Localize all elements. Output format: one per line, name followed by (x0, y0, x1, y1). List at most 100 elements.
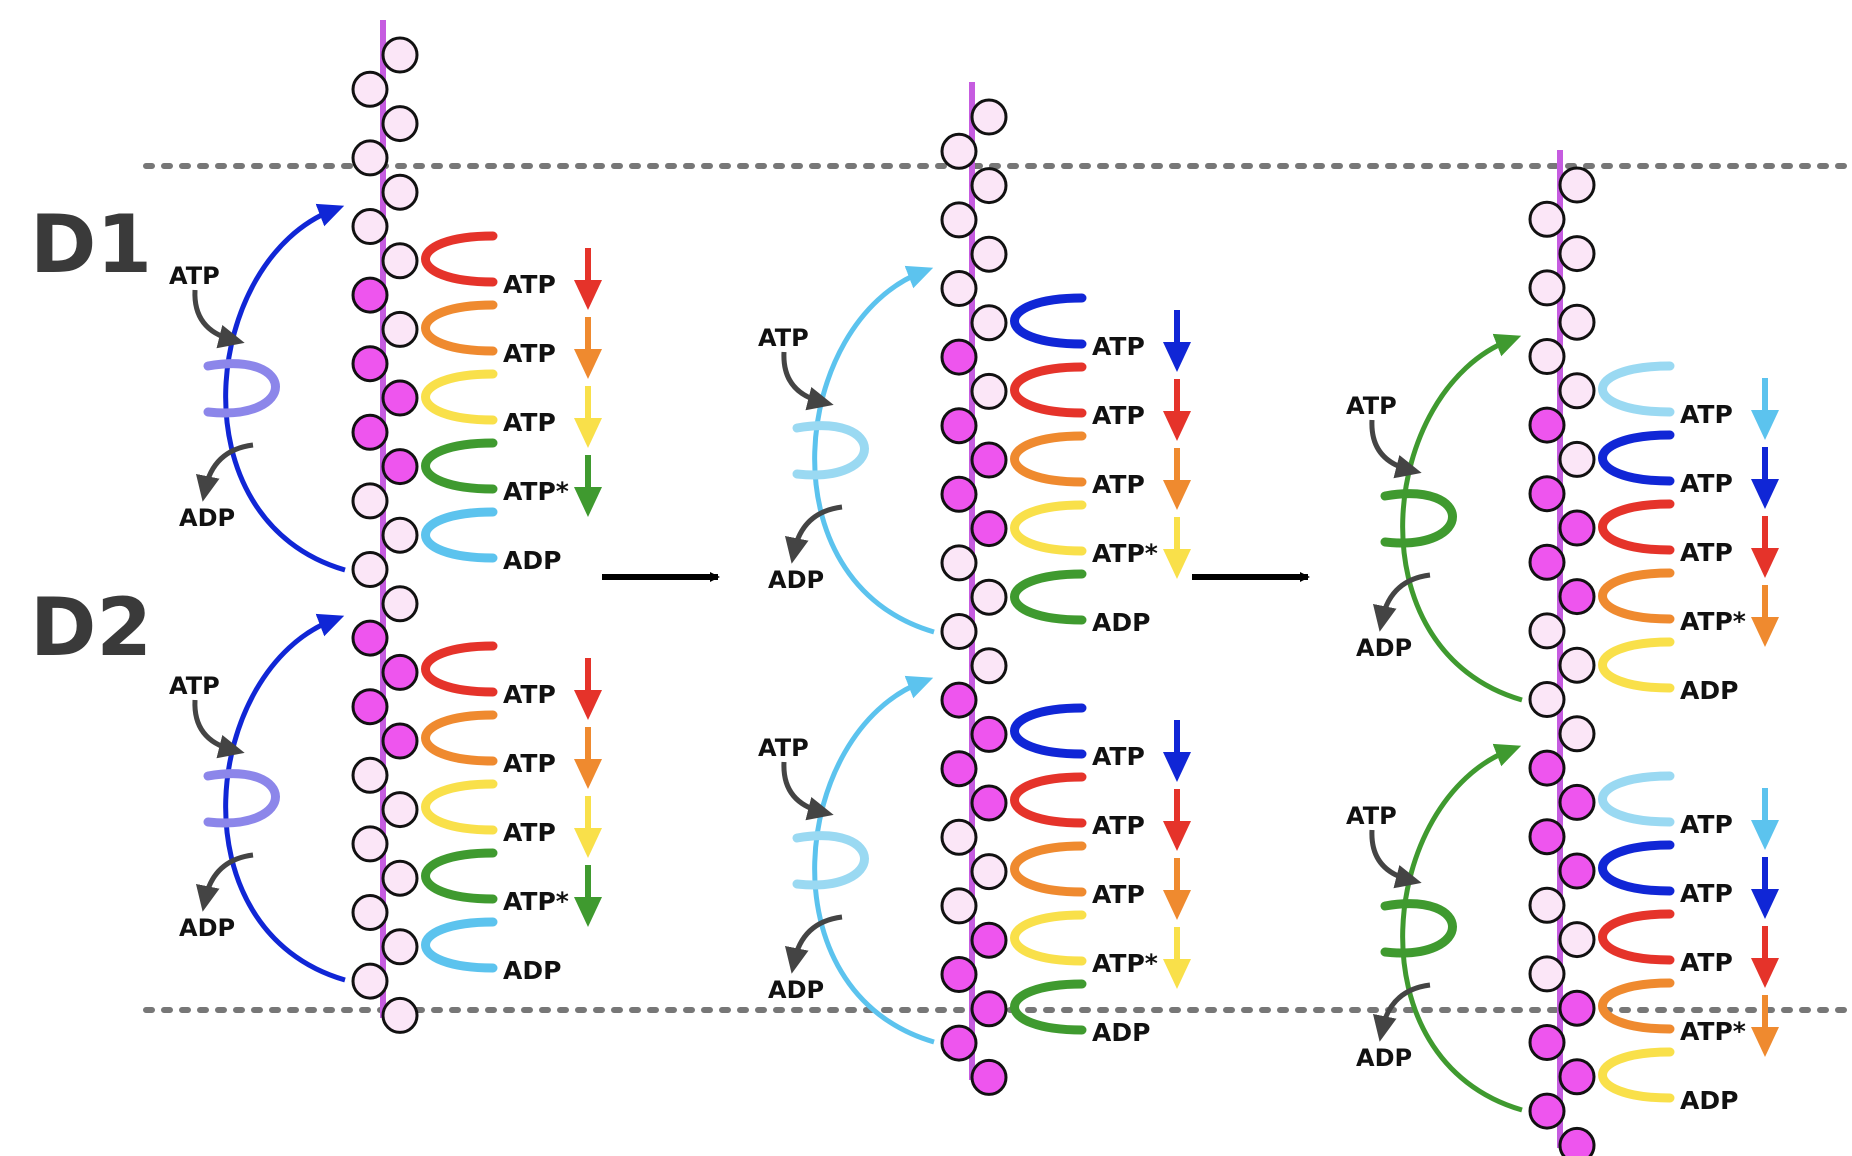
atp-label: ATP (1680, 879, 1733, 908)
subunit-lightblue (421, 507, 498, 563)
substrate-bead (381, 105, 419, 143)
substrate-bead (381, 791, 419, 829)
atp-label: ATP (169, 262, 220, 290)
substrate-bead (1528, 200, 1566, 238)
substrate-bead (940, 613, 978, 650)
atp-label: ATP (169, 672, 220, 700)
atp-label: ATP (503, 408, 556, 437)
substrate-bead (970, 98, 1008, 136)
domain-label-d2: D2 (30, 581, 152, 674)
panel-1: ATPADPATPATPATPATP*ADPATPADPATPATPATPATP… (169, 20, 602, 1034)
substrate-bead (970, 1058, 1008, 1096)
subunit-orange (1010, 431, 1087, 487)
domain-label-d1: D1 (30, 198, 152, 291)
substrate-bead (381, 653, 419, 691)
hydrolysis-arrow-head (1163, 959, 1191, 989)
adp-label: ADP (1680, 1086, 1738, 1115)
hydrolysis-arrow-head (1163, 549, 1191, 579)
subunit-yellow (1598, 1047, 1675, 1103)
hydrolysis-arrow-head (1751, 548, 1779, 578)
atp-label: ATP (1092, 742, 1145, 771)
substrate-bead (1558, 235, 1596, 273)
substrate-bead (970, 372, 1008, 410)
atp-label: ATP (1092, 332, 1145, 361)
substrate-bead (1528, 886, 1566, 924)
substrate-bead (1528, 1092, 1566, 1130)
atp-label: ATP (1092, 401, 1145, 430)
substrate-bead (1528, 475, 1566, 513)
atp-label: ATP (1680, 469, 1733, 498)
substrate-bead (1558, 921, 1596, 959)
atp-star-label: ATP* (1680, 1017, 1746, 1046)
hydrolysis-arrow-head (1751, 617, 1779, 647)
substrate-bead (1558, 578, 1596, 616)
substrate-bead (970, 578, 1008, 616)
adp-label: ADP (503, 546, 561, 575)
subunit-blue (1010, 703, 1087, 759)
substrate-bead (381, 722, 419, 760)
translocating-subunit (1380, 489, 1457, 548)
subunit-orange (421, 300, 498, 356)
substrate-bead (1558, 440, 1596, 478)
adp-release-arrow (195, 442, 254, 502)
substrate-bead (940, 201, 978, 239)
subunit-swing-arrow (223, 203, 346, 573)
substrate-bead (1528, 269, 1566, 307)
adp-release-arrow (784, 504, 843, 564)
substrate-bead (940, 475, 978, 513)
atp-star-label: ATP* (1680, 607, 1746, 636)
translocating-subunit (1380, 899, 1457, 958)
substrate-bead (940, 887, 978, 925)
subunit-orange (1598, 568, 1675, 624)
substrate-bead (970, 441, 1008, 479)
subunit-yellow (1010, 500, 1087, 556)
substrate-bead (351, 619, 389, 657)
hydrolysis-arrow-head (1751, 958, 1779, 988)
subunit-red (1010, 362, 1087, 418)
substrate-bead (351, 413, 389, 451)
atp-binding-arrow (192, 699, 245, 759)
subunit-blue (1010, 293, 1087, 349)
atp-binding-arrow (192, 289, 245, 349)
hydrolysis-arrow-head (574, 690, 602, 720)
substrate-bead (970, 647, 1008, 685)
atp-star-label: ATP* (1092, 949, 1158, 978)
substrate-bead (351, 894, 389, 931)
subunit-green (1010, 979, 1087, 1035)
substrate-bead (970, 235, 1008, 273)
substrate-bead (1558, 783, 1596, 821)
substrate-bead (351, 345, 389, 383)
adp-label: ADP (768, 566, 824, 594)
subunit-swing-arrow (812, 265, 935, 635)
subunit-orange (421, 710, 498, 766)
substrate-bead (940, 544, 978, 582)
substrate-bead (381, 448, 419, 486)
translocating-subunit (792, 421, 869, 480)
substrate-bead (940, 132, 978, 170)
subunit-red (1598, 909, 1675, 965)
substrate-bead (351, 70, 389, 108)
substrate-bead (381, 859, 419, 897)
panels: ATP ADP ATP ATP ATP ATP* ADP ATP ADP ATP ATP ATP ATP… (169, 20, 1779, 1156)
atp-label: ATP (758, 734, 809, 762)
panel-2: ATPADPATPATPATPATP*ADPATPADPATPATPATPATP… (758, 82, 1191, 1096)
hydrolysis-arrow-head (1751, 410, 1779, 440)
hydrolysis-arrow-head (1163, 821, 1191, 851)
substrate-bead (1558, 715, 1596, 753)
atp-binding-arrow (1369, 829, 1422, 889)
substrate-bead (940, 270, 978, 307)
subunit-red (421, 641, 498, 697)
substrate-bead (381, 310, 419, 348)
atp-label: ATP (1092, 470, 1145, 499)
substrate-bead (1558, 1058, 1596, 1096)
substrate-bead (381, 379, 419, 417)
atp-label: ATP (503, 680, 556, 709)
subunit-blue (1598, 430, 1675, 486)
adp-release-arrow (1372, 982, 1431, 1042)
atp-star-label: ATP* (1092, 539, 1158, 568)
adp-release-arrow (784, 914, 843, 974)
atp-binding-arrow (1369, 419, 1422, 479)
substrate-bead (381, 996, 419, 1034)
